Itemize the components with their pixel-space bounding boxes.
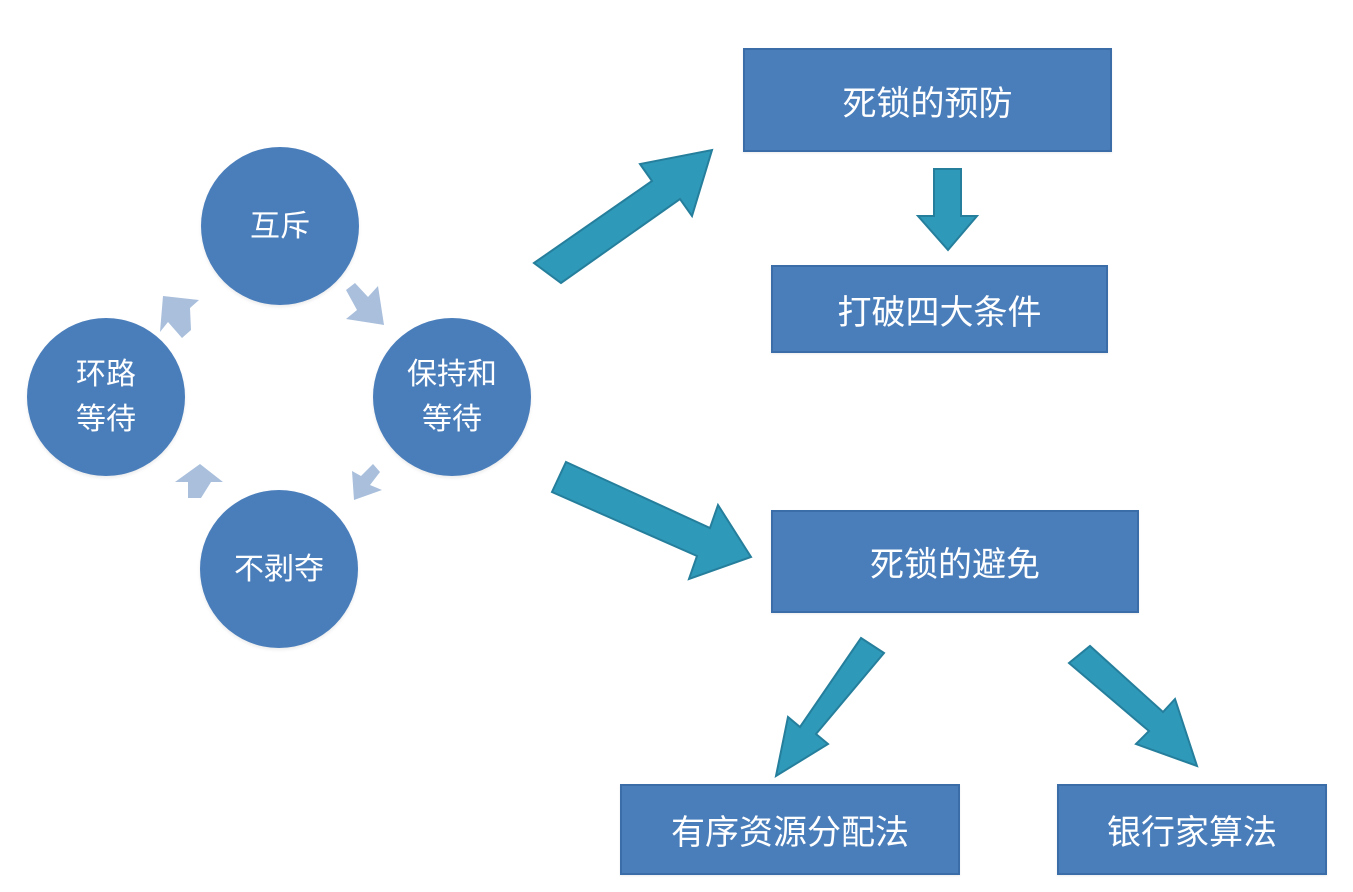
circle-mutual-exclusion: 互斥 [201,147,359,305]
cycle-arrow-bottom-right [352,464,382,500]
circle-hold-and-wait: 保持和 等待 [373,318,531,476]
circle-circular-wait: 环路 等待 [27,318,185,476]
cycle-arrows [160,283,384,500]
cycle-arrow-top-right [346,283,384,325]
arrow-to-ordered-allocation [774,636,886,779]
box-deadlock-avoidance: 死锁的避免 [771,510,1139,613]
main-arrows [532,148,1199,779]
box-bankers-algorithm: 银行家算法 [1057,784,1327,875]
arrow-to-prevention [532,148,714,285]
arrow-to-break-conditions [915,168,980,252]
arrow-to-bankers-algorithm [1067,644,1199,768]
box-deadlock-prevention: 死锁的预防 [743,48,1112,152]
box-break-four-conditions: 打破四大条件 [771,265,1108,353]
box-ordered-resource-allocation: 有序资源分配法 [620,784,960,875]
cycle-arrow-top-left [160,296,199,338]
arrow-to-avoidance [550,460,753,581]
circle-no-preemption: 不剥夺 [200,490,358,648]
cycle-arrow-bottom-left [175,464,223,498]
